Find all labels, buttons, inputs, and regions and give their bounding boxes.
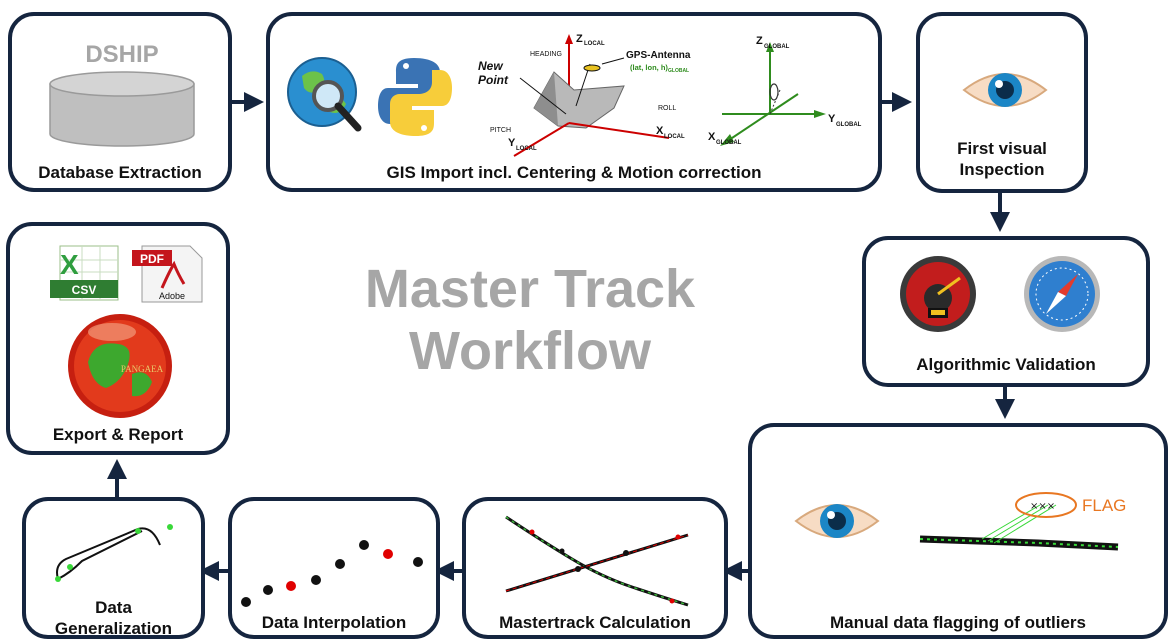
eye-icon: [962, 73, 1048, 107]
new-point-line1: New: [478, 59, 503, 73]
python-icon: [378, 58, 452, 136]
db-name: DSHIP: [85, 41, 158, 68]
step-label: Data Interpolation: [261, 613, 407, 632]
y-global-sub: GLOBAL: [836, 122, 862, 128]
title-line-2: Workflow: [409, 321, 651, 381]
compass-icon: [1024, 256, 1100, 332]
step-label: Export & Report: [52, 425, 184, 444]
pdf-text: PDF: [140, 252, 164, 266]
y-local-axis: Y: [508, 137, 516, 149]
y-local-sub: LOCAL: [516, 146, 537, 152]
step-database-extraction: DSHIP Database Extraction: [8, 12, 232, 192]
generalized-track-graphic: [55, 524, 173, 582]
pitch-label: PITCH: [490, 127, 511, 134]
gps-coords-label: (lat, lon, h): [630, 63, 668, 72]
database-icon: DSHIP: [49, 41, 195, 147]
global-axes-diagram: Z GLOBAL Y GLOBAL X GLOBAL: [708, 35, 862, 146]
step-first-visual-inspection: First visual Inspection: [916, 12, 1088, 193]
step-gis-import: Z LOCAL HEADING X LOCAL Y LOCAL PITCH RO…: [266, 12, 882, 192]
step-algorithmic-validation: Algorithmic Validation: [862, 236, 1150, 387]
step-label: Manual data flagging of outliers: [830, 613, 1086, 632]
csv-text: CSV: [72, 283, 97, 297]
step-label: GIS Import incl. Centering & Motion corr…: [386, 163, 762, 182]
label-line-2: Inspection: [959, 160, 1045, 179]
interpolation-points-graphic: [241, 540, 423, 607]
x-local-axis: X: [656, 125, 664, 137]
pangaea-text: PANGAEA: [121, 364, 164, 374]
step-label: Data Generalization: [26, 597, 201, 639]
flagged-track-graphic: ××× FLAG: [919, 492, 1126, 551]
roll-label: ROLL: [658, 105, 676, 112]
step-label: First visual Inspection: [920, 138, 1084, 180]
heading-label: HEADING: [530, 51, 562, 58]
gps-antenna-label: GPS-Antenna: [626, 50, 691, 61]
z-local-sub: LOCAL: [584, 41, 605, 47]
x-global-axis: X: [708, 131, 716, 143]
title-line-1: Master Track: [364, 259, 696, 319]
flag-label: FLAG: [1082, 496, 1126, 515]
step-manual-flagging: ××× FLAG Manual data flagging of outlier…: [748, 423, 1168, 639]
pangaea-logo: PANGAEA: [68, 314, 172, 418]
y-global-axis: Y: [828, 113, 836, 125]
excel-x-mark: X: [60, 249, 79, 280]
step-data-interpolation: Data Interpolation: [228, 497, 440, 639]
step-label: Database Extraction: [38, 163, 202, 182]
workflow-title: Master Track Workflow: [310, 258, 750, 382]
mastertrack-graphic: [505, 515, 689, 607]
step-label: Algorithmic Validation: [916, 355, 1096, 374]
z-local-axis: Z: [576, 33, 583, 45]
step-data-generalization: Data Generalization: [22, 497, 205, 639]
adobe-text: Adobe: [159, 291, 185, 301]
gps-coords-sub: GLOBAL: [668, 68, 689, 74]
ship-motion-diagram: Z LOCAL HEADING X LOCAL Y LOCAL PITCH RO…: [478, 33, 691, 157]
globe-search-icon: [287, 57, 362, 132]
x-local-sub: LOCAL: [664, 134, 685, 140]
step-mastertrack-calculation: Mastertrack Calculation: [462, 497, 728, 639]
label-line-1: Data: [95, 598, 132, 617]
csv-icon: CSV X: [50, 245, 119, 301]
z-global-sub: GLOBAL: [764, 44, 790, 50]
label-line-1: First visual: [957, 139, 1047, 158]
x-global-sub: GLOBAL: [716, 140, 742, 146]
label-line-2: Generalization: [54, 619, 173, 638]
step-label: Mastertrack Calculation: [499, 613, 691, 632]
eye-icon: [794, 504, 880, 538]
outlier-marks: ×××: [1030, 501, 1055, 512]
z-global-axis: Z: [756, 35, 763, 47]
step-export-report: CSV X PDF Adobe PANGAEA Export & Report: [6, 222, 230, 455]
new-point-line2: Point: [478, 73, 509, 87]
gauge-icon: [900, 256, 976, 332]
pdf-icon: PDF Adobe: [132, 245, 203, 303]
